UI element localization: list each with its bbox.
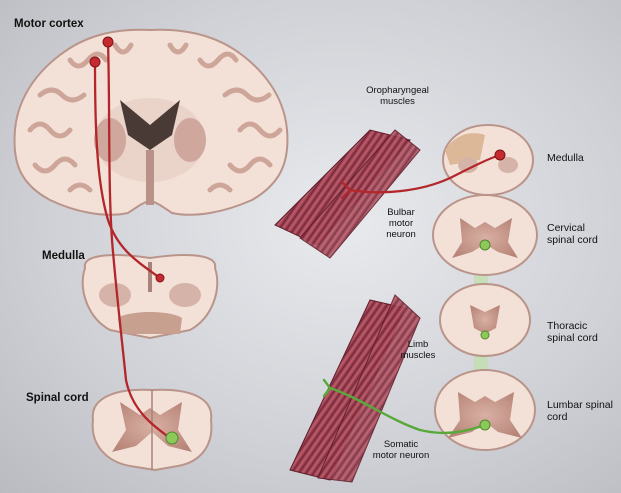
neuron-cell-bodies-green <box>479 239 491 431</box>
label-limb-muscles: Limb muscles <box>400 339 436 361</box>
medulla-section-left <box>81 254 219 340</box>
upper-motor-neuron-tracts <box>93 40 172 440</box>
label-bulbar-motor-neuron: Bulbar motor neuron <box>386 207 416 240</box>
label-spinal-cord: Spinal cord <box>26 392 89 404</box>
oropharyngeal-muscle-bundle <box>274 129 421 259</box>
spinal-motor-neuron-left <box>165 431 179 445</box>
label-cervical-spinal-cord: Cervical spinal cord <box>547 222 598 247</box>
cervical-cord-section <box>432 194 538 276</box>
bulbar-motor-neuron-fiber <box>340 153 502 200</box>
label-lumbar-spinal-cord: Lumbar spinal cord <box>547 399 613 424</box>
neuron-cell-bodies-red <box>89 36 165 283</box>
label-somatic-motor-neuron: Somatic motor neuron <box>372 439 430 461</box>
somatic-motor-neuron-fiber <box>322 378 487 435</box>
spinal-cord-section-left <box>91 388 213 472</box>
lumbar-cord-section <box>434 369 536 451</box>
brain-coronal-section <box>13 28 289 216</box>
label-medulla-right: Medulla <box>547 152 584 164</box>
bulbar-neuron-cell-body <box>494 149 506 161</box>
label-motor-cortex: Motor cortex <box>14 18 84 30</box>
thoracic-cord-section <box>439 283 531 357</box>
label-thoracic-spinal-cord: Thoracic spinal cord <box>547 320 598 345</box>
label-oropharyngeal-muscles: Oropharyngeal muscles <box>366 85 429 107</box>
limb-muscle-bundle <box>289 294 421 483</box>
label-medulla-left: Medulla <box>42 250 85 262</box>
